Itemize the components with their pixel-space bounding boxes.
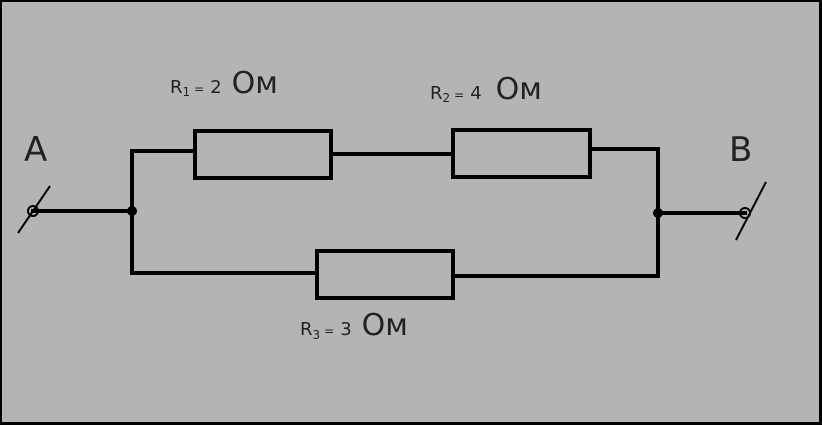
wire-left-upper [130,149,197,213]
r2-equals: = [454,88,464,102]
wires [31,147,747,278]
terminal-a-label: A [24,130,47,170]
r2-unit: Ом [496,72,542,107]
r1-index: 1 [183,85,191,99]
r1-equals: = [194,82,204,96]
r2-value: 4 [470,83,481,104]
resistor-r3-body [315,249,455,300]
terminal-b-label: B [729,130,752,170]
terminal-b [735,181,767,241]
terminal-b-slash [735,181,767,241]
r3-equals: = [324,324,334,338]
junction-node-right [653,208,663,218]
r1-symbol: R [170,77,183,98]
resistor-r2-label: R2= 4 Ом [430,72,542,107]
resistor-r1-label: R1= 2 Ом [170,66,278,101]
r2-index: 2 [443,91,451,105]
wire-left-lower [130,209,319,275]
r1-unit: Ом [232,66,278,101]
r1-value: 2 [210,77,221,98]
terminal-a-ring [27,205,39,217]
r2-symbol: R [430,83,443,104]
r3-symbol: R [300,319,313,340]
wire-right-lower [451,211,660,278]
terminal-a [17,185,51,234]
r3-index: 3 [313,328,321,342]
terminal-a-slash [17,185,51,234]
r3-value: 3 [340,319,351,340]
resistor-r2-body [451,128,592,179]
r3-unit: Ом [362,308,408,343]
junction-node-left [127,206,137,216]
wire-right-upper [588,147,660,215]
resistor-r1-body [193,129,333,180]
